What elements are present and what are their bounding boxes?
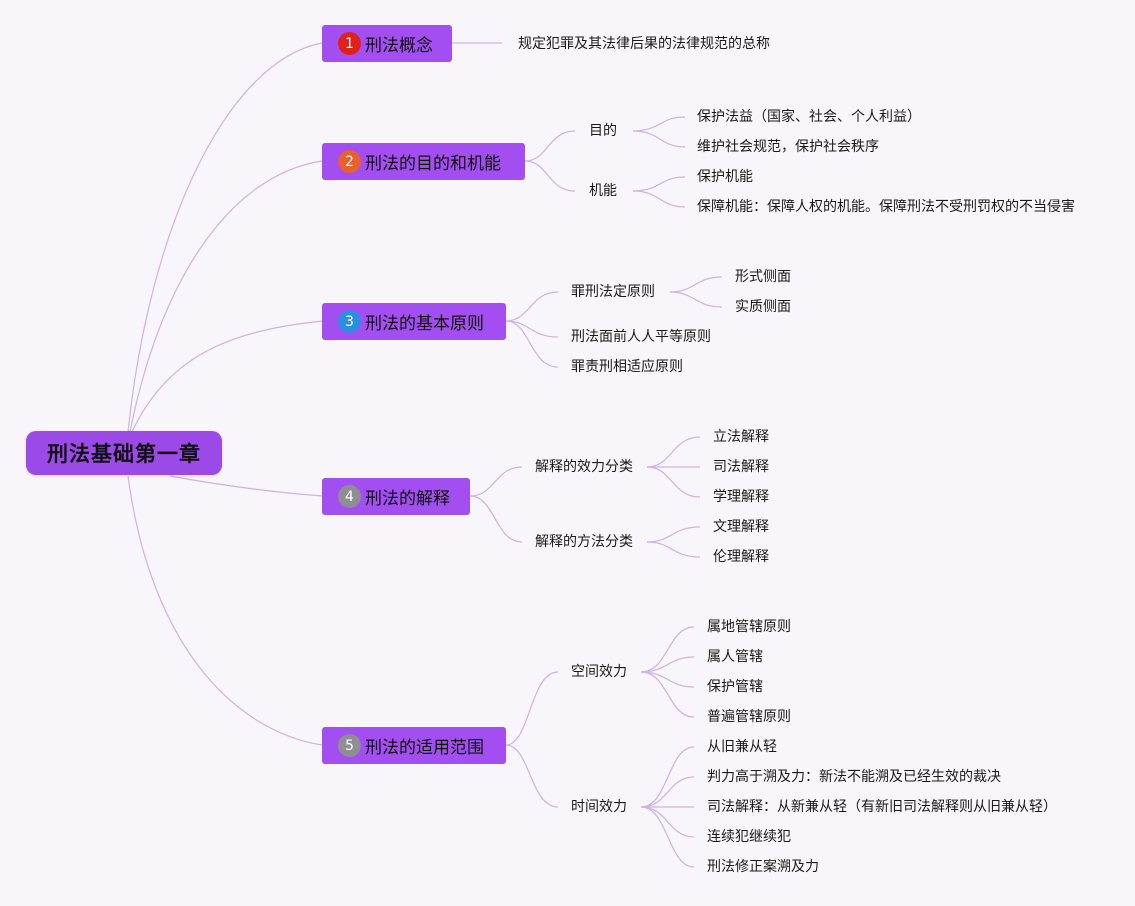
link-g-ff-i2 (646, 541, 701, 558)
group-purpose[interactable]: 目的 (589, 123, 617, 139)
link-g-ff-i1 (646, 526, 701, 543)
group-method-classification[interactable]: 解释的方法分类 (535, 534, 633, 550)
number-4-icon: 4 (338, 485, 361, 508)
branch-label: 刑法的解释 (365, 489, 450, 509)
leaf-item[interactable]: 维护社会规范，保护社会秩序 (697, 139, 879, 155)
leaf-item[interactable]: 普遍管辖原则 (707, 709, 791, 725)
link-g-kj-i4 (640, 671, 695, 718)
group-proportionality-principle[interactable]: 罪责刑相适应原则 (571, 359, 683, 375)
root-topic[interactable]: 刑法基础第一章 (26, 431, 222, 475)
group-equality-principle[interactable]: 刑法面前人人平等原则 (571, 329, 711, 345)
link-g-mudi-i2 (632, 130, 686, 148)
branch-concept[interactable]: 1 刑法概念 (322, 25, 452, 62)
group-function[interactable]: 机能 (589, 183, 617, 199)
number-3-icon: 3 (338, 310, 361, 333)
link-g-sj-i4 (640, 806, 695, 838)
leaf-item[interactable]: 保障机能：保障人权的机能。保障刑法不受刑罚权的不当侵害 (697, 199, 1075, 215)
link-root-b4 (169, 475, 323, 497)
link-g-sj-i5 (640, 806, 695, 868)
leaf-item[interactable]: 形式侧面 (735, 269, 791, 285)
leaf-item[interactable]: 刑法修正案溯及力 (707, 859, 819, 875)
link-g-kj-i3 (640, 671, 695, 688)
leaf-item[interactable]: 伦理解释 (713, 549, 769, 565)
leaf-item[interactable]: 实质侧面 (735, 299, 791, 315)
link-b3-g3 (505, 320, 559, 368)
link-g-kj-i1 (640, 626, 695, 673)
leaf-item[interactable]: 属人管辖 (707, 649, 763, 665)
branch-label: 刑法概念 (365, 36, 433, 56)
branch-label: 刑法的基本原则 (365, 314, 484, 334)
link-root-b1 (127, 42, 323, 433)
leaf-item[interactable]: 学理解释 (713, 489, 769, 505)
group-legality-principle[interactable]: 罪刑法定原则 (571, 284, 655, 300)
link-b3-g1 (505, 291, 559, 322)
link-g-zxfd-i1 (669, 276, 723, 293)
root-topic-label: 刑法基础第一章 (47, 442, 201, 466)
number-1-icon: 1 (338, 32, 361, 55)
branch-basic-principles[interactable]: 3 刑法的基本原则 (322, 303, 506, 340)
branch-interpretation[interactable]: 4 刑法的解释 (322, 478, 470, 515)
link-b5-g2 (505, 744, 559, 808)
link-g-xl-i3 (646, 466, 701, 498)
link-g-jineng-i2 (632, 190, 686, 208)
link-b3-g2 (505, 320, 559, 338)
leaf-item[interactable]: 文理解释 (713, 519, 769, 535)
leaf-item[interactable]: 判力高于溯及力：新法不能溯及已经生效的裁决 (707, 769, 1001, 785)
link-g-zxfd-i2 (669, 291, 723, 308)
branch-label: 刑法的适用范围 (365, 738, 484, 758)
link-b4-g2 (469, 495, 523, 543)
leaf-item[interactable]: 属地管辖原则 (707, 619, 791, 635)
link-g-mudi-i1 (632, 116, 686, 132)
leaf-item[interactable]: 司法解释：从新兼从轻（有新旧司法解释则从旧兼从轻） (707, 799, 1057, 815)
link-b5-g1 (505, 671, 559, 746)
concept-note[interactable]: 规定犯罪及其法律后果的法律规范的总称 (518, 36, 770, 52)
link-g-kj-i2 (640, 656, 695, 673)
link-g-sj-i1 (640, 746, 695, 808)
leaf-item[interactable]: 保护管辖 (707, 679, 763, 695)
group-temporal-effect[interactable]: 时间效力 (571, 799, 627, 815)
link-root-b3 (131, 320, 323, 433)
leaf-item[interactable]: 保护机能 (697, 169, 753, 185)
branch-label: 刑法的目的和机能 (365, 154, 501, 174)
number-2-icon: 2 (338, 150, 361, 173)
group-spatial-effect[interactable]: 空间效力 (571, 664, 627, 680)
link-g-sj-i2 (640, 776, 695, 808)
number-5-icon: 5 (338, 734, 361, 757)
link-g-xl-i1 (646, 436, 701, 468)
leaf-item[interactable]: 立法解释 (713, 429, 769, 445)
link-b2-g1 (524, 130, 576, 162)
leaf-item[interactable]: 司法解释 (713, 459, 769, 475)
link-g-jineng-i1 (632, 176, 686, 192)
link-root-b5 (127, 475, 323, 746)
branch-purpose-function[interactable]: 2 刑法的目的和机能 (322, 143, 525, 180)
group-effect-classification[interactable]: 解释的效力分类 (535, 459, 633, 475)
link-root-b2 (129, 160, 323, 433)
leaf-item[interactable]: 连续犯继续犯 (707, 829, 791, 845)
leaf-item[interactable]: 从旧兼从轻 (707, 739, 777, 755)
branch-scope-of-application[interactable]: 5 刑法的适用范围 (322, 727, 506, 764)
link-b4-g1 (469, 466, 523, 497)
link-b2-g2 (524, 160, 576, 192)
leaf-item[interactable]: 保护法益（国家、社会、个人利益） (697, 109, 921, 125)
